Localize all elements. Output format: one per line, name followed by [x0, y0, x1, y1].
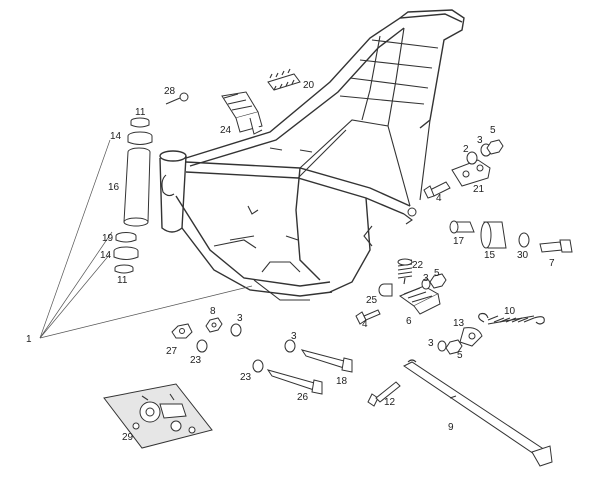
nut-5-top — [486, 139, 504, 155]
callout-21: 21 — [473, 184, 485, 195]
bolt-12 — [367, 381, 401, 407]
callout-16: 16 — [108, 182, 120, 193]
washer-3-left — [230, 323, 242, 337]
footpeg-20 — [267, 68, 301, 91]
callout-10: 10 — [504, 306, 516, 317]
callout-14: 14 — [110, 131, 122, 142]
nut-8 — [205, 317, 223, 333]
footpeg-6 — [398, 273, 447, 315]
callout-14: 14 — [100, 250, 112, 261]
callout-5: 5 — [434, 268, 440, 279]
bolt-18 — [300, 349, 353, 373]
callout-4: 4 — [362, 319, 368, 330]
callout-19: 19 — [102, 233, 114, 244]
callout-24: 24 — [220, 125, 232, 136]
callout-7: 7 — [549, 258, 555, 269]
callout-6: 6 — [406, 316, 412, 327]
bolt-7 — [539, 241, 563, 253]
callout-25: 25 — [366, 295, 378, 306]
callout-3: 3 — [291, 331, 297, 342]
callout-1: 1 — [26, 334, 32, 345]
washer-30 — [518, 232, 530, 248]
washer-23-left — [196, 339, 208, 353]
callout-15: 15 — [484, 250, 496, 261]
callout-30: 30 — [517, 250, 529, 261]
bushings — [449, 220, 573, 253]
callout-29: 29 — [122, 432, 134, 443]
callout-11: 11 — [117, 275, 128, 286]
callout-labels: 1 2 3 3 3 3 3 4 4 5 5 5 6 7 8 9 10 11 11… — [26, 80, 555, 443]
steering-stack — [39, 117, 253, 339]
callout-5: 5 — [490, 125, 496, 136]
callout-3: 3 — [477, 135, 483, 146]
spacer-25 — [378, 283, 393, 297]
steering-stem-16 — [123, 151, 151, 227]
callout-13: 13 — [453, 318, 465, 329]
callout-3: 3 — [423, 273, 429, 284]
callout-3: 3 — [428, 338, 434, 349]
callout-27: 27 — [166, 346, 178, 357]
washer-3-mid — [284, 339, 296, 353]
callout-4: 4 — [436, 193, 442, 204]
spring-10 — [478, 312, 545, 325]
callout-26: 26 — [297, 392, 309, 403]
callout-8: 8 — [210, 306, 216, 317]
callout-23: 23 — [190, 355, 202, 366]
callout-20: 20 — [303, 80, 315, 91]
callout-3: 3 — [237, 313, 243, 324]
washer-2 — [466, 151, 478, 165]
nut-5-mid — [429, 273, 447, 289]
bolt-26 — [266, 369, 323, 395]
callout-5: 5 — [457, 350, 463, 361]
frame — [159, 9, 465, 301]
callout-17: 17 — [453, 236, 465, 247]
washer-23-mid — [252, 359, 264, 373]
spring-22 — [397, 258, 413, 285]
hardware-kit-29 — [103, 383, 213, 449]
key-28 — [165, 92, 189, 105]
nut-27 — [171, 323, 193, 339]
washer-nut-3-5-right — [437, 339, 463, 355]
footpeg-bracket-24 — [221, 91, 263, 135]
footpeg-mount-21 — [423, 139, 504, 199]
callout-23: 23 — [240, 372, 252, 383]
pivot-13 — [459, 327, 483, 347]
callout-28: 28 — [164, 86, 176, 97]
callout-12: 12 — [384, 397, 396, 408]
callout-22: 22 — [412, 260, 424, 271]
callout-9: 9 — [448, 422, 454, 433]
side-stand-9 — [403, 359, 553, 467]
callout-18: 18 — [336, 376, 348, 387]
callout-11: 11 — [135, 107, 146, 118]
bolt-4-mid — [355, 309, 381, 325]
callout-2: 2 — [463, 144, 469, 155]
